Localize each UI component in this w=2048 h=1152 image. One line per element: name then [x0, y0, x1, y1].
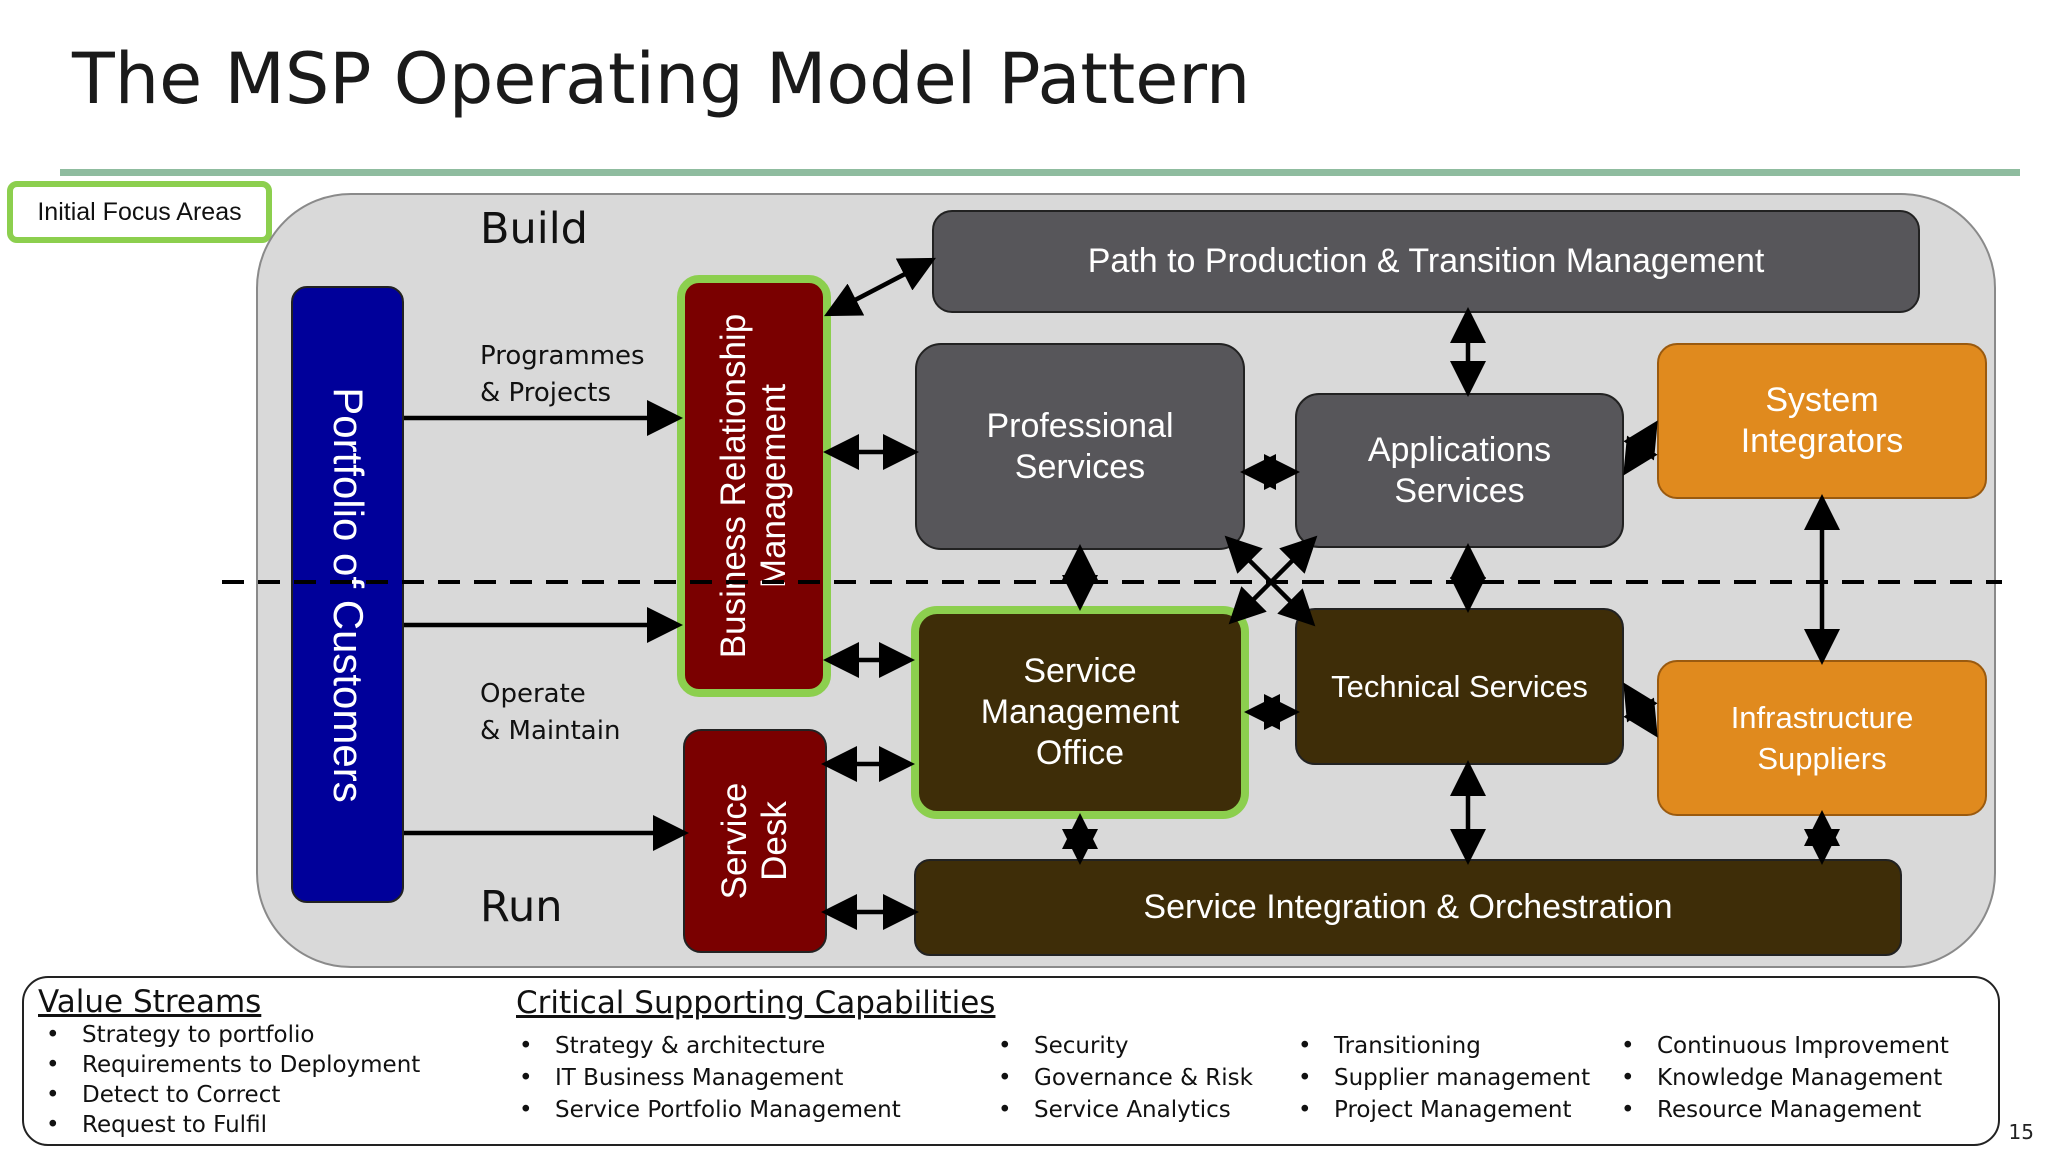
- system-integrators-label: System Integrators: [1741, 380, 1904, 462]
- smo-line-1: Service: [1023, 652, 1137, 690]
- smo-line-3: Office: [1035, 734, 1125, 772]
- arrow-brm-path-to-production: [824, 257, 936, 317]
- operate-line-2: & Maintain: [480, 716, 621, 746]
- path-to-production-box: Path to Production & Transition Manageme…: [932, 210, 1920, 313]
- applications-line-2: Services: [1394, 471, 1525, 510]
- list-item: Service Analytics: [990, 1094, 1253, 1126]
- applications-line-1: Applications: [1367, 430, 1552, 469]
- professional-services-box: Professional Services: [915, 343, 1245, 550]
- run-label: Run: [480, 882, 563, 932]
- programmes-label: Programmes & Projects: [480, 338, 645, 412]
- path-to-production-label: Path to Production & Transition Manageme…: [1087, 242, 1765, 280]
- list-item: Transitioning: [1290, 1030, 1590, 1062]
- initial-focus-legend: Initial Focus Areas: [7, 181, 272, 243]
- list-item: Continuous Improvement: [1613, 1030, 1949, 1062]
- list-item: Project Management: [1290, 1094, 1590, 1126]
- list-item: Detect to Correct: [38, 1080, 420, 1110]
- build-label: Build: [480, 204, 588, 254]
- operate-line-1: Operate: [480, 679, 586, 709]
- value-streams-section: Value Streams Strategy to portfolio Requ…: [38, 984, 420, 1140]
- programmes-line-1: Programmes: [480, 341, 645, 371]
- list-item: Requirements to Deployment: [38, 1050, 420, 1080]
- infrastructure-suppliers-label: Infrastructure Suppliers: [1731, 697, 1914, 779]
- smo-line-2: Management: [980, 693, 1180, 731]
- applications-services-label: Applications Services: [1368, 430, 1551, 512]
- system-integrators-line-2: Integrators: [1740, 422, 1904, 460]
- capabilities-col-2: Security Governance & Risk Service Analy…: [990, 1030, 1253, 1126]
- list-item: Service Portfolio Management: [511, 1094, 901, 1126]
- arrow-applications-system-integrators: [1623, 420, 1658, 476]
- value-streams-list: Strategy to portfolio Requirements to De…: [38, 1020, 420, 1140]
- list-item: Governance & Risk: [990, 1062, 1253, 1094]
- page-title: The MSP Operating Model Pattern: [72, 38, 1251, 120]
- professional-services-label: Professional Services: [986, 406, 1173, 488]
- infrastructure-line-2: Suppliers: [1757, 741, 1887, 776]
- list-item: Strategy & architecture: [511, 1030, 901, 1062]
- applications-services-box: Applications Services: [1295, 393, 1624, 548]
- technical-services-box: Technical Services: [1295, 608, 1624, 765]
- programmes-line-2: & Projects: [480, 378, 612, 408]
- professional-line-2: Services: [1014, 447, 1146, 486]
- sio-label: Service Integration & Orchestration: [1143, 888, 1673, 926]
- value-streams-heading: Value Streams: [38, 984, 262, 1020]
- business-relationship-management-box: Business Relationship Management: [677, 275, 831, 697]
- infrastructure-line-1: Infrastructure: [1730, 700, 1914, 735]
- initial-focus-label: Initial Focus Areas: [37, 197, 242, 226]
- capabilities-col-1: Strategy & architecture IT Business Mana…: [511, 1030, 901, 1126]
- title-divider: [60, 169, 2020, 176]
- technical-services-label: Technical Services: [1331, 668, 1588, 704]
- capabilities-heading: Critical Supporting Capabilities: [516, 985, 996, 1021]
- list-item: Request to Fulfil: [38, 1110, 420, 1140]
- service-management-office-label: Service Management Office: [981, 651, 1179, 774]
- system-integrators-line-1: System: [1765, 381, 1879, 419]
- system-integrators-box: System Integrators: [1657, 343, 1987, 499]
- list-item: Supplier management: [1290, 1062, 1590, 1094]
- list-item: Security: [990, 1030, 1253, 1062]
- capabilities-col-3: Transitioning Supplier management Projec…: [1290, 1030, 1590, 1126]
- professional-line-1: Professional: [986, 406, 1174, 445]
- capabilities-col-4: Continuous Improvement Knowledge Managem…: [1613, 1030, 1949, 1126]
- list-item: Strategy to portfolio: [38, 1020, 420, 1050]
- page-number: 15: [2008, 1120, 2034, 1144]
- list-item: IT Business Management: [511, 1062, 901, 1094]
- list-item: Knowledge Management: [1613, 1062, 1949, 1094]
- list-item: Resource Management: [1613, 1094, 1949, 1126]
- portfolio-of-customers-box: Portfolio of Customers: [291, 286, 404, 903]
- operate-label: Operate & Maintain: [480, 676, 620, 750]
- arrow-technical-infrastructure: [1623, 682, 1658, 738]
- arrow-cross-smo-applications: [1228, 535, 1318, 625]
